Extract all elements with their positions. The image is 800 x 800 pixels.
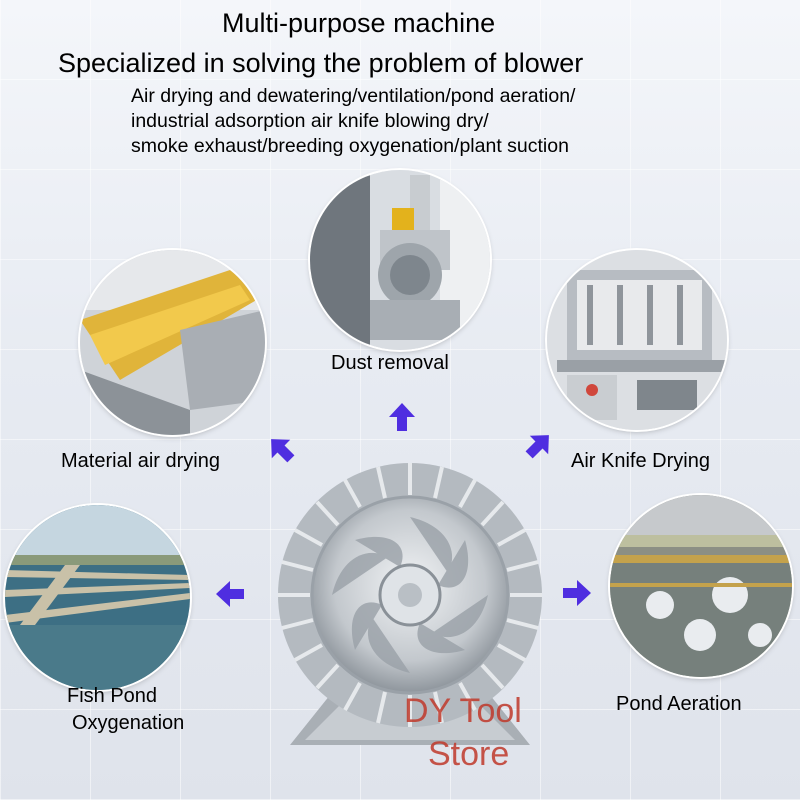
fish-pond-photo bbox=[5, 505, 190, 690]
material-air-drying-photo bbox=[80, 250, 265, 435]
dust-removal-label: Dust removal bbox=[331, 352, 449, 374]
pond-aeration-label: Pond Aeration bbox=[616, 693, 742, 715]
store-watermark-line-1: DY Tool bbox=[404, 692, 522, 730]
ring-blower-product bbox=[270, 455, 550, 755]
arrow-right-icon bbox=[562, 578, 592, 608]
arrow-up-right-icon bbox=[524, 430, 554, 460]
subtitle-line-3: smoke exhaust/breeding oxygenation/plant… bbox=[131, 135, 569, 157]
fish-pond-label-2: Oxygenation bbox=[72, 712, 185, 734]
subtitle-line-1: Air drying and dewatering/ventilation/po… bbox=[131, 85, 576, 107]
air-knife-drying-label: Air Knife Drying bbox=[571, 450, 710, 472]
pond-aeration-photo bbox=[610, 495, 792, 677]
air-knife-drying-photo bbox=[547, 250, 727, 430]
subtitle-line-2: industrial adsorption air knife blowing … bbox=[131, 110, 489, 132]
fish-pond-label-1: Fish Pond bbox=[67, 685, 158, 707]
title-line-1: Multi-purpose machine bbox=[222, 8, 496, 38]
arrow-left-icon bbox=[215, 579, 245, 609]
arrow-up-icon bbox=[387, 402, 417, 432]
title-line-2: Specialized in solving the problem of bl… bbox=[58, 48, 584, 78]
store-watermark-line-2: Store bbox=[428, 735, 510, 773]
dust-removal-photo bbox=[310, 170, 490, 350]
material-air-drying-label: Material air drying bbox=[61, 450, 220, 472]
arrow-up-left-icon bbox=[266, 434, 296, 464]
